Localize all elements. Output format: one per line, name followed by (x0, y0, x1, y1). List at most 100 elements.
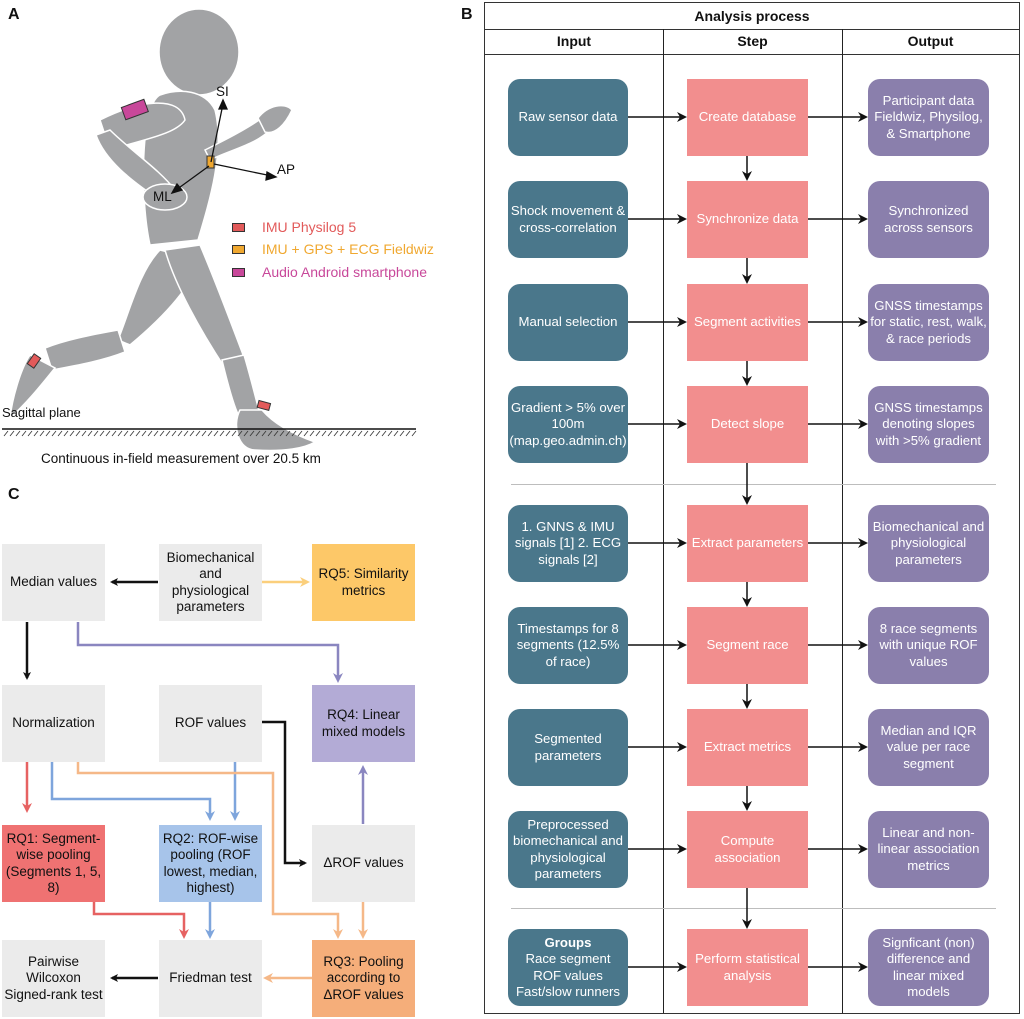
ground-hatch-mark (297, 430, 303, 437)
node-rof-values: ROF values (159, 685, 262, 762)
input-box: Segmented parameters (508, 709, 628, 786)
node-rq4: RQ4: Linear mixed models (312, 685, 415, 762)
section-divider (511, 908, 996, 909)
ground-hatch-mark (327, 430, 333, 437)
ground-hatch-mark (219, 430, 225, 437)
smartphone-sensor (120, 98, 149, 121)
ground-hatch-mark (303, 430, 309, 437)
panel-b-label: B (461, 6, 473, 23)
node-rq5: RQ5: Similarity metrics (312, 544, 415, 621)
output-box: Signficant (non) difference and linear m… (868, 929, 989, 1006)
legend-swatch-physilog (232, 222, 245, 232)
ground-hatch-mark (33, 430, 39, 437)
legend-fieldwiz: IMU + GPS + ECG Fieldwiz (232, 241, 434, 257)
panel-a-label: A (8, 6, 20, 23)
ground-hatch-mark (129, 430, 135, 437)
ground-hatch-mark (201, 430, 207, 437)
ground-hatch-mark (225, 430, 231, 437)
output-box: GNSS timestamps denoting slopes with >5%… (868, 386, 989, 463)
ground-hatch-mark (237, 430, 243, 437)
ground-hatch-mark (69, 430, 75, 437)
step-box: Create database (687, 79, 808, 156)
output-box: GNSS timestamps for static, rest, walk, … (868, 284, 989, 361)
ground-hatch-mark (99, 430, 105, 437)
runner-figure (2, 8, 417, 452)
ground-hatch-mark (93, 430, 99, 437)
ground-hatch-mark (63, 430, 69, 437)
runner-foot-back (9, 354, 57, 420)
physilog-sensor-front (256, 399, 272, 412)
ground-hatch-mark (147, 430, 153, 437)
analysis-process-table: Analysis process Input Step Output (484, 2, 1020, 1014)
physilog-sensor-back (26, 353, 42, 369)
ground-hatch-mark (75, 430, 81, 437)
ground-hatch-mark (135, 430, 141, 437)
output-box: 8 race segments with unique ROF values (868, 607, 989, 684)
ground-hatch-mark (45, 430, 51, 437)
node-rq2: RQ2: ROF-wise pooling (ROF lowest, media… (159, 825, 262, 902)
ground-hatch-mark (273, 430, 279, 437)
node-pairwise-wilcoxon: Pairwise Wilcoxon Signed-rank test (2, 940, 105, 1017)
node-delta-rof-values: ΔROF values (312, 825, 415, 902)
input-group-title: Groups (544, 934, 592, 950)
ground-hatch-mark (363, 430, 369, 437)
section-divider (511, 484, 996, 485)
ground-hatch-mark (309, 430, 315, 437)
step-box: Compute association (687, 811, 808, 888)
column-header-output: Output (842, 29, 1019, 55)
ground-hatch-mark (51, 430, 57, 437)
ground-hatch-mark (291, 430, 297, 437)
node-friedman-test: Friedman test (159, 940, 262, 1017)
si-axis-label: SI (216, 84, 229, 99)
step-box: Extract metrics (687, 709, 808, 786)
legend-swatch-fieldwiz (232, 244, 245, 254)
node-parameters: Biomechanical and physiological paramete… (159, 544, 262, 621)
ground-hatch-mark (381, 430, 387, 437)
ground-hatch-mark (255, 430, 261, 437)
output-box: Median and IQR value per race segment (868, 709, 989, 786)
output-box: Participant data Fieldwiz, Physilog, & S… (868, 79, 989, 156)
step-box: Synchronize data (687, 181, 808, 258)
node-rq3: RQ3: Pooling according to ΔROF values (312, 940, 415, 1017)
analysis-process-title: Analysis process (485, 3, 1019, 30)
ground-hatch-mark (243, 430, 249, 437)
input-box: 1. GNNS & IMU signals [1] 2. ECG signals… (508, 505, 628, 582)
arrow-median-to-rq4 (76, 622, 343, 683)
column-divider (663, 29, 664, 1013)
ground-hatch-mark (81, 430, 87, 437)
ground-hatch-mark (111, 430, 117, 437)
ground-hatch-mark (213, 430, 219, 437)
legend-physilog: IMU Physilog 5 (232, 219, 356, 235)
si-axis-arrow (210, 103, 224, 163)
sagittal-plane-label: Sagittal plane (2, 405, 81, 420)
ground-hatch-mark (405, 430, 411, 437)
ground-hatch-mark (279, 430, 285, 437)
ground-hatch-mark (27, 430, 33, 437)
arrow-rq1-to-friedman (92, 902, 189, 939)
input-box: Gradient > 5% over 100m (map.geo.admin.c… (508, 386, 628, 463)
arrow-normalization-to-rq3 (76, 762, 343, 939)
step-box: Perform statistical analysis (687, 929, 808, 1006)
legend-label-fieldwiz: IMU + GPS + ECG Fieldwiz (262, 241, 434, 257)
ground-hatch-mark (231, 430, 237, 437)
step-box: Detect slope (687, 386, 808, 463)
output-box: Linear and non-linear association metric… (868, 811, 989, 888)
input-box: Preprocessed biomechanical and physiolog… (508, 811, 628, 888)
ml-axis-label: ML (153, 189, 172, 204)
node-normalization: Normalization (2, 685, 105, 762)
ground-hatch-mark (351, 430, 357, 437)
ground-hatch-mark (321, 430, 327, 437)
step-box: Extract parameters (687, 505, 808, 582)
ground-hatch-mark (57, 430, 63, 437)
ground-hatch-mark (9, 430, 15, 437)
legend-swatch-smartphone (232, 267, 245, 277)
ground-hatch-mark (141, 430, 147, 437)
ground-hatch-mark (153, 430, 159, 437)
legend-label-smartphone: Audio Android smartphone (262, 264, 427, 280)
ground-hatch-mark (285, 430, 291, 437)
output-box: Biomechanical and physiological paramete… (868, 505, 989, 582)
input-box: Shock movement & cross-correlation (508, 181, 628, 258)
legend-label-physilog: IMU Physilog 5 (262, 219, 357, 235)
